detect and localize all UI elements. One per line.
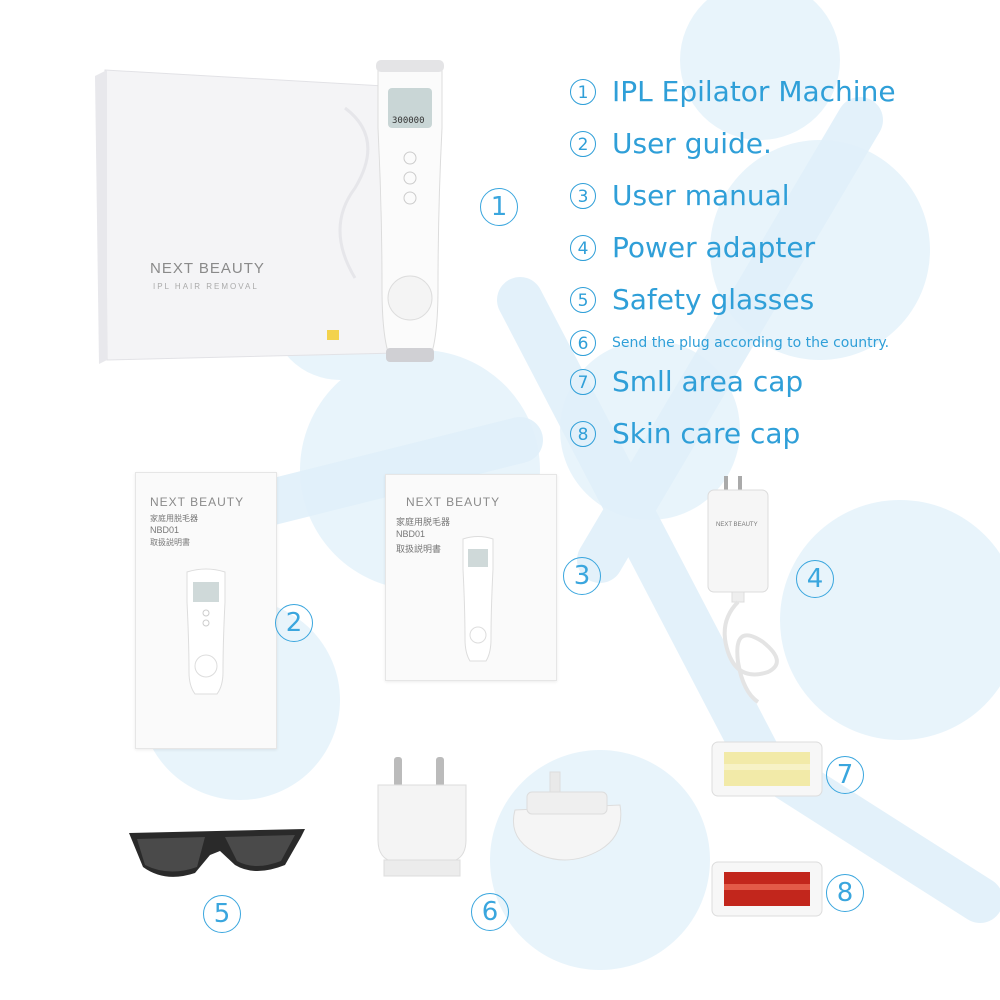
list-item-label: User guide. [612, 127, 772, 160]
guide-line2: NBD01 [150, 525, 180, 535]
user-manual-booklet: NEXT BEAUTY 家庭用脱毛器 NBD01 取扱説明書 [385, 474, 557, 681]
manual-device-illustration [462, 536, 494, 662]
guide-line3: 取扱説明書 [150, 538, 190, 547]
list-item-label: Safety glasses [612, 283, 815, 316]
small-area-cap [711, 741, 823, 797]
marker-2: 2 [275, 604, 313, 642]
marker-6: 6 [471, 893, 509, 931]
power-adapter: NEXT BEAUTY [700, 470, 790, 710]
guide-brand: NEXT BEAUTY [150, 495, 245, 509]
manual-line1: 家庭用脱毛器 [396, 517, 451, 527]
manual-line3: 取扱説明書 [396, 544, 442, 554]
manual-line2: NBD01 [396, 529, 426, 539]
marker-4: 4 [796, 560, 834, 598]
ipl-device: 300000 [370, 58, 450, 368]
guide-line1: 家庭用脱毛器 [150, 514, 198, 523]
list-item-label: Skin care cap [612, 417, 801, 450]
list-item-label: User manual [612, 179, 790, 212]
box-subtitle: IPL HAIR REMOVAL [153, 282, 259, 291]
safety-glasses [129, 829, 305, 877]
box-brand: NEXT BEAUTY [150, 260, 265, 277]
uk-plug [513, 771, 622, 861]
guide-device-illustration [186, 568, 226, 695]
list-item-label: Send the plug according to the country. [612, 335, 890, 351]
marker-7: 7 [826, 756, 864, 794]
eu-plug [377, 757, 467, 877]
device-counter: 300000 [392, 116, 425, 126]
marker-3: 3 [563, 557, 601, 595]
list-item-label: Smll area cap [612, 365, 804, 398]
marker-1: 1 [480, 188, 518, 226]
marker-5: 5 [203, 895, 241, 933]
manual-brand: NEXT BEAUTY [406, 495, 501, 509]
product-box: NEXT BEAUTY IPL HAIR REMOVAL [95, 68, 400, 368]
adapter-brand: NEXT BEAUTY [716, 522, 758, 528]
user-guide-booklet: NEXT BEAUTY 家庭用脱毛器 NBD01 取扱説明書 [135, 472, 277, 749]
skin-care-cap [711, 861, 823, 917]
list-item-label: Power adapter [612, 231, 816, 264]
list-item-label: IPL Epilator Machine [612, 75, 896, 108]
marker-8: 8 [826, 874, 864, 912]
